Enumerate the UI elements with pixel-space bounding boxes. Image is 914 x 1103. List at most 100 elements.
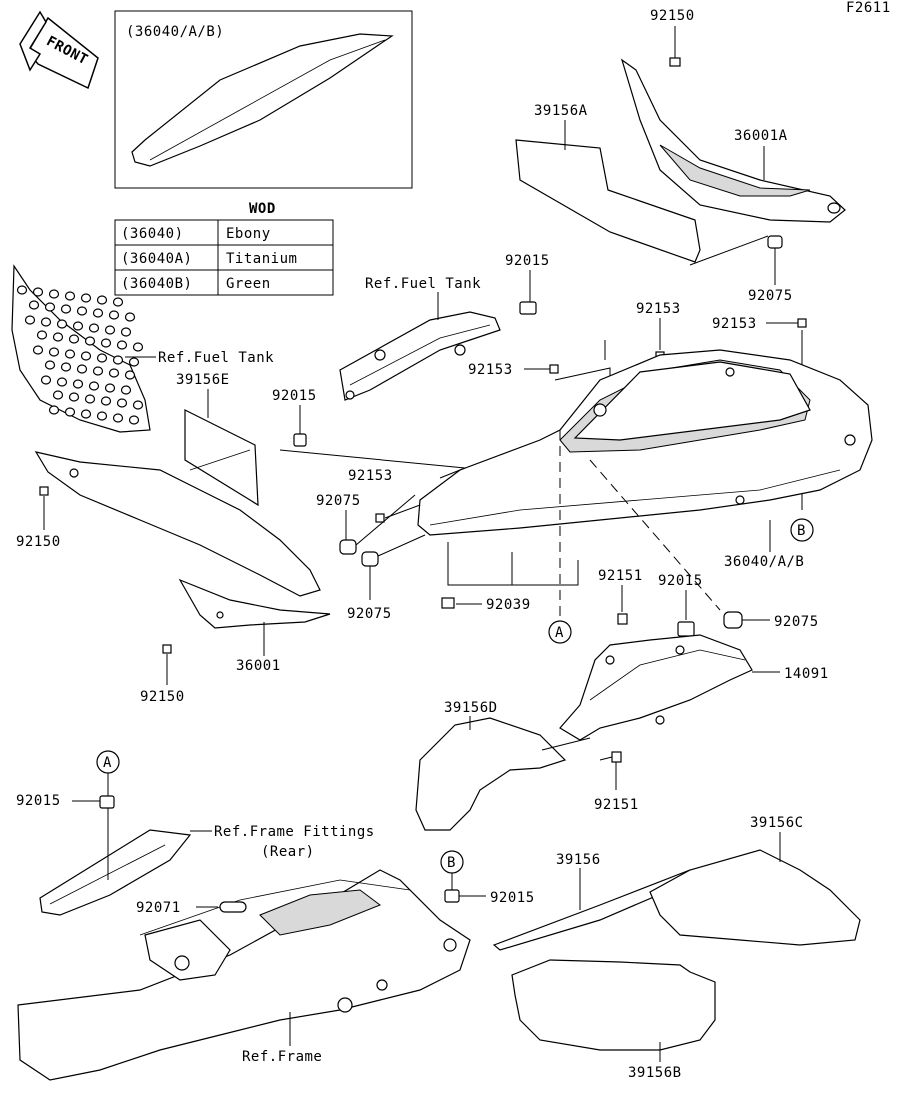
mesh-hole: [60, 362, 72, 372]
mesh-hole: [88, 323, 100, 333]
mesh-hole: [16, 285, 28, 295]
label-39156D: 39156D: [444, 700, 498, 716]
label-92150-bottom: 92150: [140, 689, 185, 705]
fuel-tank-bracket: [339, 311, 501, 401]
label-92150-left: 92150: [16, 534, 61, 550]
part-39156D: [415, 717, 567, 831]
mesh-hole: [132, 400, 144, 410]
mesh-hole: [128, 415, 140, 425]
mesh-hole: [24, 315, 36, 325]
part-39156E: [184, 409, 259, 507]
mesh-hole: [116, 398, 128, 408]
part-92153-c: [549, 364, 559, 374]
mesh-hole: [72, 379, 84, 389]
color-table: WOD (36040) Ebony (36040A) Titanium (360…: [114, 201, 334, 296]
mesh-hole: [88, 381, 100, 391]
part-92150-left: [39, 486, 49, 496]
label-92015-A: 92015: [16, 793, 61, 809]
label-92075-low: 92075: [347, 606, 392, 622]
mesh-hole: [120, 327, 132, 337]
label-ref-fuel-tank-left: Ref.Fuel Tank: [158, 350, 274, 366]
part-92015-B: [444, 889, 460, 903]
part-92153-b: [797, 318, 807, 328]
label-92071: 92071: [136, 900, 181, 916]
label-14091: 14091: [784, 666, 829, 682]
part-92075-right: [723, 611, 743, 629]
mesh-hole: [128, 357, 140, 367]
mesh-hole: [96, 295, 108, 305]
mesh-hole: [124, 312, 136, 322]
part-36001A: [620, 58, 846, 223]
mesh-hole: [48, 289, 60, 299]
inset-title: (36040/A/B): [126, 24, 224, 40]
part-92015-mid: [293, 433, 307, 447]
mesh-hole: [68, 334, 80, 344]
part-92150-top: [669, 26, 681, 67]
mesh-hole: [60, 304, 72, 314]
part-92015-A: [99, 795, 115, 809]
label-39156B: 39156B: [628, 1065, 682, 1081]
callout-b-right: [790, 518, 814, 542]
callout-a-bottom-label: A: [103, 755, 112, 771]
label-92150-top: 92150: [650, 8, 695, 24]
label-36001: 36001: [236, 658, 281, 674]
mesh-hole: [100, 338, 112, 348]
label-92075-mid: 92075: [316, 493, 361, 509]
label-92015-mid: 92015: [272, 388, 317, 404]
dashed-leader-b: [589, 459, 721, 611]
part-92015-top: [519, 270, 537, 315]
part-92151-top: [617, 613, 628, 625]
label-92153-a: 92153: [636, 301, 681, 317]
callout-a-top: [548, 620, 572, 644]
label-39156: 39156: [556, 852, 601, 868]
color-code-ebony: (36040): [121, 226, 184, 242]
mesh-hole: [80, 351, 92, 361]
part-14091: [559, 634, 753, 741]
mesh-hole: [76, 306, 88, 316]
part-92015-right: [677, 621, 695, 637]
label-39156A: 39156A: [534, 103, 588, 119]
mesh-hole: [132, 342, 144, 352]
mesh-hole: [36, 330, 48, 340]
figure-code: F2611: [846, 0, 891, 16]
label-92075-top-right: 92075: [748, 288, 793, 304]
color-table-header: WOD: [249, 201, 276, 217]
color-name-green: Green: [226, 276, 271, 292]
callout-b-bottom-label: B: [447, 855, 456, 871]
part-92039: [441, 597, 455, 609]
color-code-green: (36040B): [121, 276, 192, 292]
mesh-hole: [64, 407, 76, 417]
mesh-hole: [28, 300, 40, 310]
mesh-hole: [96, 411, 108, 421]
mesh-hole: [80, 409, 92, 419]
rear-frame: [17, 869, 471, 1081]
part-92151-bottom: [611, 751, 622, 763]
label-39156C: 39156C: [750, 815, 804, 831]
part-39156A: [515, 139, 701, 263]
mesh-hole: [112, 297, 124, 307]
mesh-hole: [84, 336, 96, 346]
mesh-hole: [32, 345, 44, 355]
mesh-hole: [100, 396, 112, 406]
color-name-titanium: Titanium: [226, 251, 297, 267]
part-92075-mid: [339, 539, 357, 555]
mesh-hole: [108, 310, 120, 320]
inset-box: (36040/A/B): [114, 10, 413, 189]
mesh-hole: [72, 321, 84, 331]
mesh-hole: [104, 383, 116, 393]
part-36001: [34, 451, 331, 629]
color-code-titanium: (36040A): [121, 251, 192, 267]
part-92071: [219, 901, 247, 913]
fuel-tank-side-panel: [11, 264, 151, 433]
label-ref-frame: Ref.Frame: [242, 1049, 322, 1065]
mesh-hole: [112, 355, 124, 365]
fuel-tank-mesh-holes: [16, 285, 144, 425]
mesh-hole: [116, 340, 128, 350]
mesh-hole: [48, 347, 60, 357]
mesh-hole: [68, 392, 80, 402]
mesh-hole: [112, 413, 124, 423]
label-92153-b: 92153: [712, 316, 757, 332]
mesh-hole: [44, 302, 56, 312]
label-92075-right: 92075: [774, 614, 819, 630]
label-92039: 92039: [486, 597, 531, 613]
